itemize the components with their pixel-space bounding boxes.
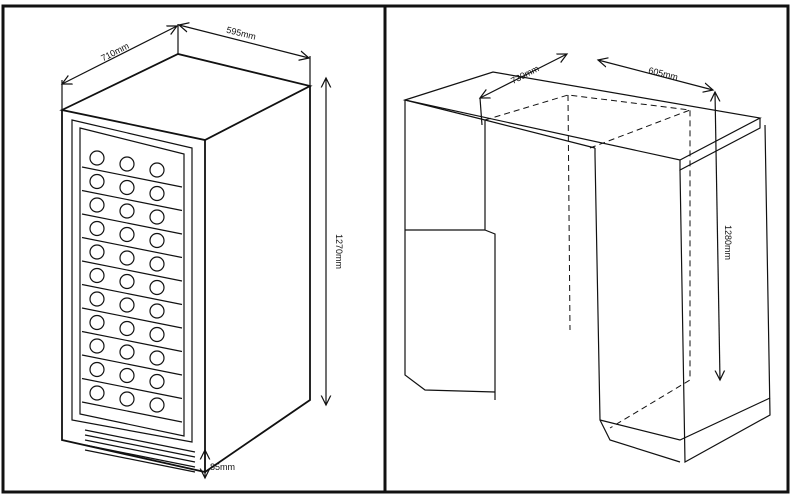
bottle-icon xyxy=(119,250,135,266)
bottle-icon xyxy=(149,350,165,366)
shelf-line xyxy=(81,213,183,235)
bottle-icon xyxy=(119,320,135,337)
base-height-label: 85mm xyxy=(210,462,235,472)
shelf-line xyxy=(81,166,183,188)
bottle-icon xyxy=(149,279,165,296)
cutout-height-label: 1280mm xyxy=(723,225,733,260)
bottle-icon xyxy=(119,156,135,172)
bottle-icon xyxy=(89,197,105,213)
shelf-line xyxy=(81,330,183,353)
bottle-icon xyxy=(89,314,105,331)
bottle-icon xyxy=(89,220,105,237)
bottle-icon xyxy=(89,173,105,190)
height-label: 1270mm xyxy=(334,234,344,269)
bottle-icon xyxy=(149,326,165,343)
bottle-icon xyxy=(149,162,165,178)
shelf-line xyxy=(81,260,183,282)
bottle-icon xyxy=(89,385,105,401)
bottle-icon xyxy=(119,367,135,384)
bottle-icon xyxy=(149,373,165,390)
bottle-icon xyxy=(89,291,105,307)
shelf-line xyxy=(81,401,183,423)
bottle-icon xyxy=(89,267,105,284)
depth-label: 710mm xyxy=(99,41,130,64)
bottle-icon xyxy=(149,185,165,202)
width-label: 595mm xyxy=(225,25,257,42)
bottle-icon xyxy=(89,244,105,260)
bottle-icon xyxy=(119,273,135,290)
bottle-icon xyxy=(149,232,165,249)
vent-grille-line xyxy=(84,439,196,463)
cabinet-drawing xyxy=(402,54,771,464)
bottle-icon xyxy=(119,226,135,243)
frame-border xyxy=(1,4,790,494)
vent-grille-line xyxy=(84,429,196,453)
vent-grille-line xyxy=(84,449,196,473)
shelf-line xyxy=(81,307,183,329)
cutout-depth-label: 730mm xyxy=(509,63,540,86)
vent-grille-line xyxy=(84,434,196,458)
shelf-line xyxy=(81,236,183,259)
bottle-icon xyxy=(149,303,165,319)
shelf-line xyxy=(81,283,183,306)
wine-cooler-drawing xyxy=(59,24,326,478)
bottle-icon xyxy=(89,361,105,378)
bottle-icon xyxy=(149,397,165,413)
bottle-icon xyxy=(119,391,135,407)
bottle-icon xyxy=(119,203,135,219)
bottle-icon xyxy=(89,338,105,354)
bottle-icon xyxy=(119,179,135,196)
shelf-line xyxy=(81,354,183,376)
shelf-line xyxy=(81,189,183,212)
bottle-icon xyxy=(89,150,105,166)
vent-grille-line xyxy=(84,444,196,468)
bottle-icon xyxy=(149,209,165,225)
cutout-width-label: 605mm xyxy=(647,65,679,82)
bottle-icon xyxy=(119,297,135,313)
bottle-icon xyxy=(149,256,165,272)
shelf-line xyxy=(81,377,183,400)
bottle-icon xyxy=(119,344,135,360)
